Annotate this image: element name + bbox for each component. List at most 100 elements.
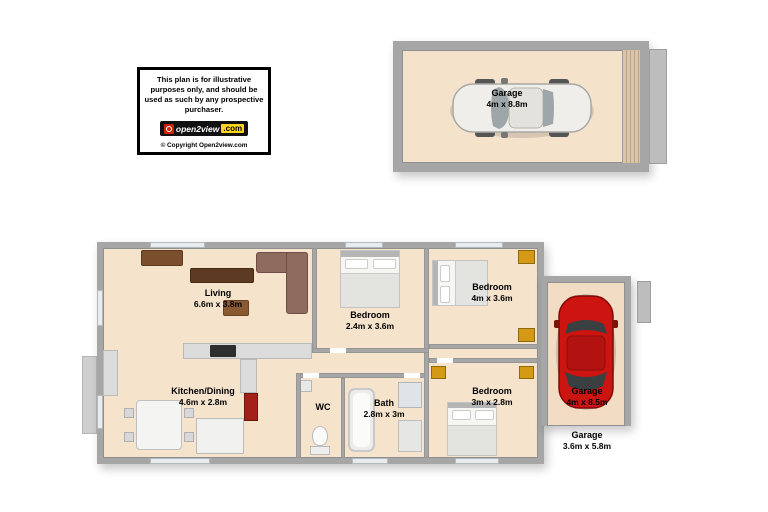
- room-name: Kitchen/Dining: [171, 386, 235, 396]
- door-opening: [330, 348, 346, 353]
- logo-name: open2view: [175, 123, 220, 134]
- dining-chair: [184, 408, 194, 418]
- room-dims: 4m x 8.5m: [566, 396, 608, 407]
- room-dims: 3m x 2.8m: [471, 396, 513, 407]
- pillow: [475, 410, 494, 420]
- room-name: WC: [315, 402, 331, 412]
- wall-segment: [312, 248, 317, 352]
- bedroom-bottom-right-label: Bedroom 3m x 2.8m: [442, 386, 542, 407]
- disclaimer-text: This plan is for illustrative purposes o…: [144, 75, 264, 115]
- window: [352, 458, 388, 464]
- pillow: [452, 410, 471, 420]
- window: [150, 458, 210, 464]
- window: [455, 242, 503, 248]
- dining-chair: [124, 432, 134, 442]
- door-opening: [404, 373, 420, 378]
- attached-garage-exterior-label: Garage 3.6m x 5.8m: [547, 430, 627, 451]
- blanket: [448, 425, 496, 455]
- bed: [432, 260, 488, 306]
- room-name: Garage: [571, 430, 603, 440]
- shower: [398, 382, 422, 408]
- room-name: Living: [204, 288, 232, 298]
- window: [455, 458, 499, 464]
- detached-garage-label: Garage 4m x 8.8m: [452, 88, 562, 109]
- dining-chair: [184, 432, 194, 442]
- coffee-table: [223, 300, 249, 316]
- headboard: [341, 251, 399, 257]
- kitchen-island: [196, 418, 244, 454]
- wall-segment: [312, 348, 429, 353]
- room-dims: 4.6m x 2.8m: [178, 396, 228, 407]
- disclaimer-box: This plan is for illustrative purposes o…: [137, 67, 271, 155]
- headboard: [448, 403, 496, 408]
- wall-segment: [429, 358, 538, 363]
- room-name: Bedroom: [472, 282, 512, 292]
- toilet: [312, 426, 328, 446]
- garage-door: [622, 50, 640, 163]
- room-dims: 3.6m x 5.8m: [562, 440, 612, 451]
- wall-segment: [429, 344, 538, 349]
- window: [150, 242, 205, 248]
- hand-basin: [300, 380, 312, 392]
- window: [345, 242, 383, 248]
- garage-side-door: [637, 281, 651, 323]
- pillow: [440, 286, 450, 303]
- toilet-cistern: [310, 446, 330, 455]
- room-name: Bedroom: [350, 310, 390, 320]
- attached-garage-label: Garage 4m x 8.5m: [547, 386, 627, 407]
- sofa-chaise: [286, 252, 308, 314]
- pillow: [373, 259, 396, 269]
- room-dims: 6.6m x 3.8m: [193, 298, 243, 309]
- living-label: Living 6.6m x 3.8m: [168, 288, 268, 309]
- room-dims: 2.4m x 3.6m: [345, 320, 395, 331]
- door-opening: [303, 373, 319, 378]
- desk: [141, 250, 183, 266]
- fridge: [244, 393, 258, 421]
- room-name: Bedroom: [472, 386, 512, 396]
- copyright-text: © Copyright Open2view.com: [160, 142, 248, 149]
- logo-tld: .com: [221, 124, 245, 134]
- bathtub-basin: [353, 393, 370, 447]
- door-opening: [437, 358, 453, 363]
- kitchen-counter: [103, 350, 118, 396]
- blanket: [341, 273, 399, 307]
- wall-segment: [296, 373, 429, 378]
- garage-tilt-door: [649, 49, 667, 164]
- room-name: Bath: [374, 398, 394, 408]
- tv-cabinet: [190, 268, 254, 283]
- wardrobe: [431, 366, 446, 379]
- pillow: [440, 265, 450, 282]
- headboard: [433, 261, 438, 305]
- detached-garage: [393, 41, 649, 172]
- exterior-path: [82, 356, 97, 434]
- bedroom-top-right-label: Bedroom 4m x 3.6m: [442, 282, 542, 303]
- bed: [340, 250, 400, 308]
- wardrobe: [519, 366, 534, 379]
- room-name: Garage: [491, 88, 523, 98]
- room-dims: 4m x 8.8m: [486, 98, 528, 109]
- room-name: Garage: [571, 386, 603, 396]
- kitchen-counter: [240, 359, 257, 393]
- dining-table: [136, 400, 182, 450]
- bed: [447, 402, 497, 456]
- bathtub: [348, 388, 375, 452]
- wall-segment: [341, 378, 345, 458]
- red-car-top-view: [554, 294, 618, 410]
- window: [97, 395, 103, 429]
- wall-segment: [424, 352, 429, 458]
- dining-chair: [124, 408, 134, 418]
- bedroom-mid-label: Bedroom 2.4m x 3.6m: [320, 310, 420, 331]
- window: [97, 290, 103, 326]
- wardrobe: [518, 328, 535, 342]
- vanity: [398, 420, 422, 452]
- kitchen-dining-label: Kitchen/Dining 4.6m x 2.8m: [148, 386, 258, 407]
- wall-segment: [296, 373, 301, 458]
- open2view-logo: open2view .com: [159, 121, 249, 137]
- blanket: [455, 261, 487, 305]
- wardrobe: [518, 250, 535, 264]
- bath-label: Bath 2.8m x 3m: [362, 398, 406, 419]
- room-dims: 2.8m x 3m: [363, 408, 405, 419]
- camera-icon: [163, 123, 174, 134]
- wc-label: WC: [306, 402, 340, 413]
